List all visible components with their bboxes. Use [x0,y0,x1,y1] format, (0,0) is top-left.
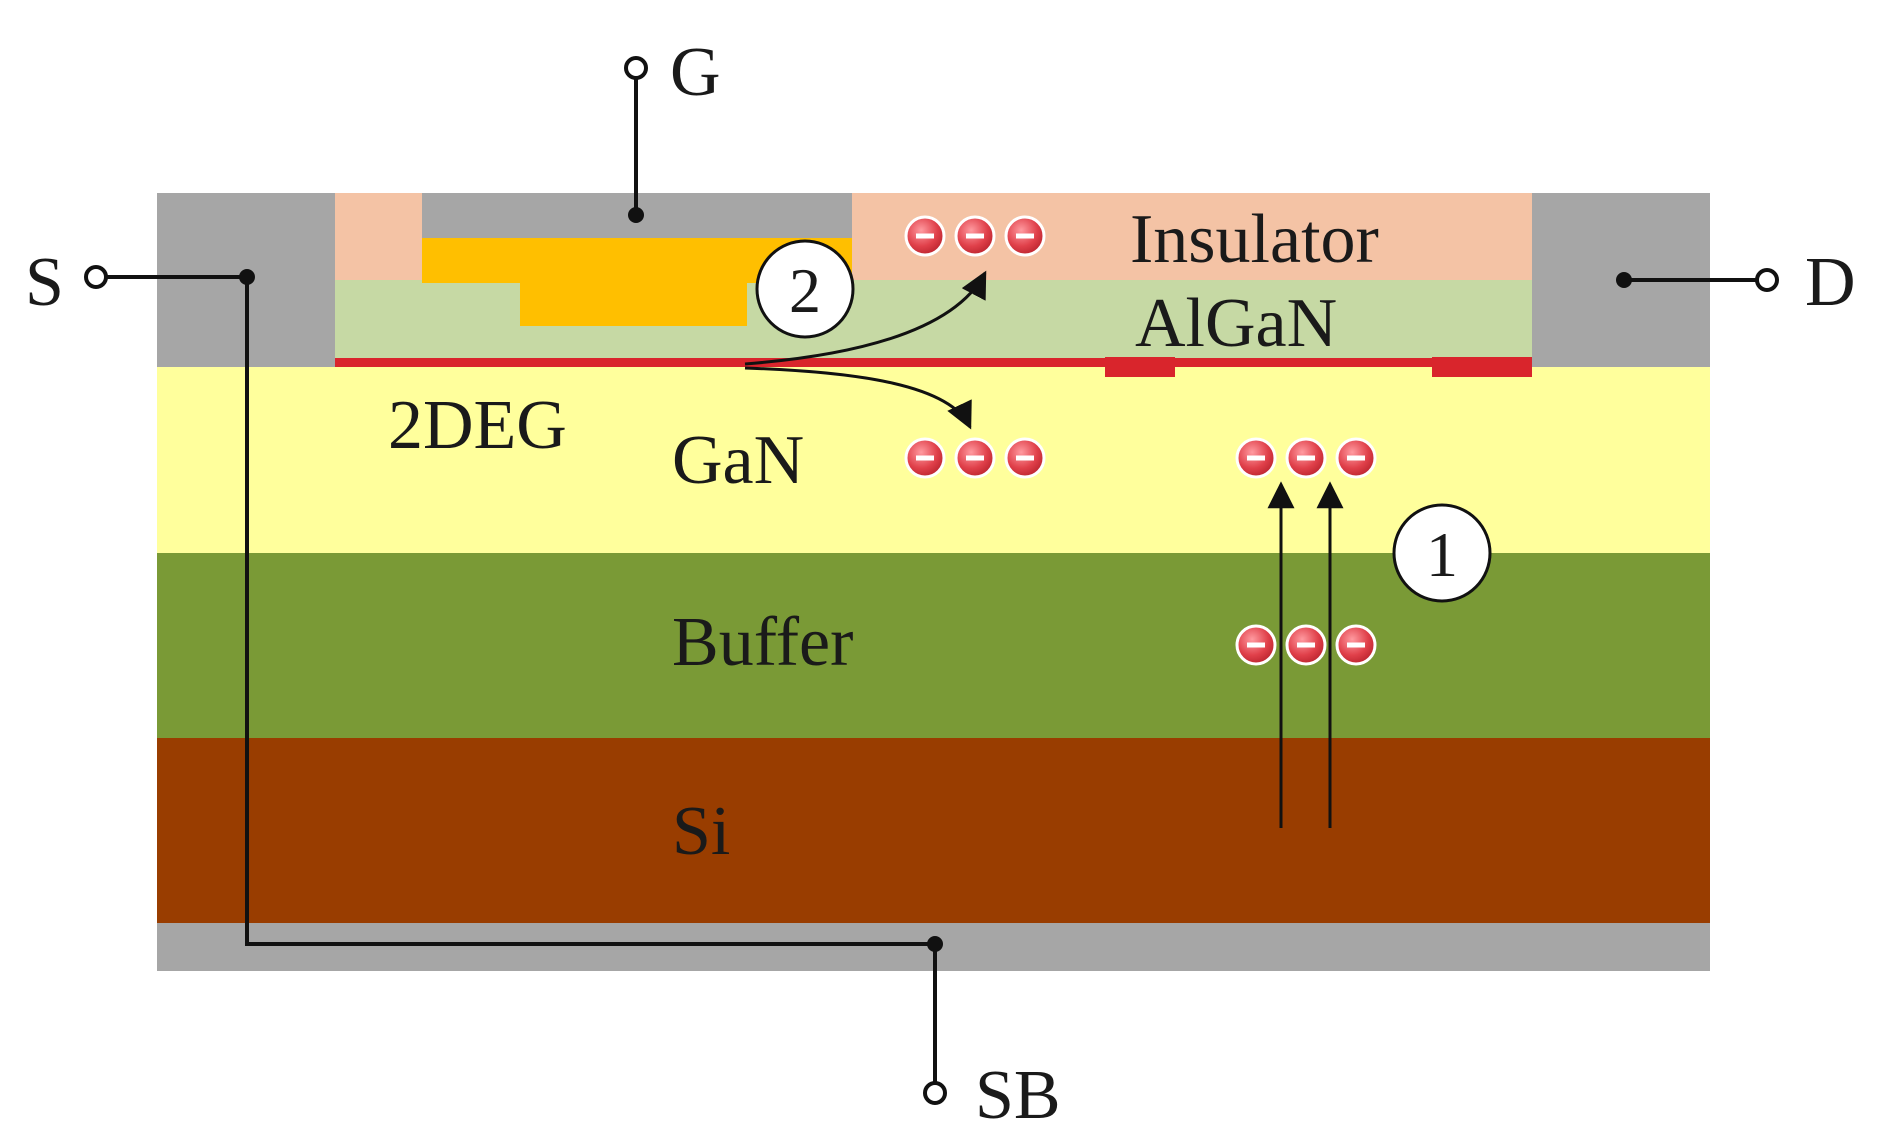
minus-sign-icon [1016,455,1034,461]
substrate-label: SB [975,1057,1061,1134]
electron-group-gan-right [1235,437,1377,479]
gate-terminal [624,56,648,80]
mechanism-1-label: 1 [1426,519,1458,590]
buffer-label: Buffer [672,604,853,681]
minus-sign-icon [1297,455,1315,461]
minus-sign-icon [916,455,934,461]
minus-sign-icon [966,455,984,461]
gan-label: GaN [672,422,804,499]
substrate-terminal [923,1081,947,1105]
source-substrate-wire [96,275,937,1093]
minus-sign-icon [1297,642,1315,648]
insulator-label: Insulator [1130,201,1379,278]
drain-terminal [1755,268,1779,292]
source-label: S [25,244,64,321]
2deg-label: 2DEG [388,387,567,464]
mechanism-1-marker [1392,503,1492,603]
minus-sign-icon [966,233,984,239]
drain-label: D [1805,244,1856,321]
minus-sign-icon [1247,642,1265,648]
electron-group-insulator [904,215,1046,257]
gate-junction-dot [628,207,644,223]
2deg-thick-segment-2 [1432,357,1532,377]
substrate-junction-dot [927,936,943,952]
source-junction-dot [239,269,255,285]
si-label: Si [672,793,730,870]
trap-arrow-down [744,366,972,430]
drain-junction-dot [1616,272,1632,288]
trap-arrow-up [744,270,987,366]
algan-layer [335,280,1532,367]
minus-sign-icon [1347,642,1365,648]
electron-group-buffer [1235,624,1377,666]
gate-electrode [422,238,852,326]
algan-label: AlGaN [1135,285,1337,362]
gate-label: G [670,34,721,111]
mechanism-2-label: 2 [789,255,821,326]
minus-sign-icon [1016,233,1034,239]
source-terminal [84,265,108,289]
2deg-channel [335,358,1532,367]
minus-sign-icon [1347,455,1365,461]
electron-group-gan-left [904,437,1046,479]
2deg-thick-segment-1 [1105,357,1175,377]
si-layer [157,738,1710,923]
minus-sign-icon [1247,455,1265,461]
minus-sign-icon [916,233,934,239]
mechanism-2-marker [755,239,855,339]
